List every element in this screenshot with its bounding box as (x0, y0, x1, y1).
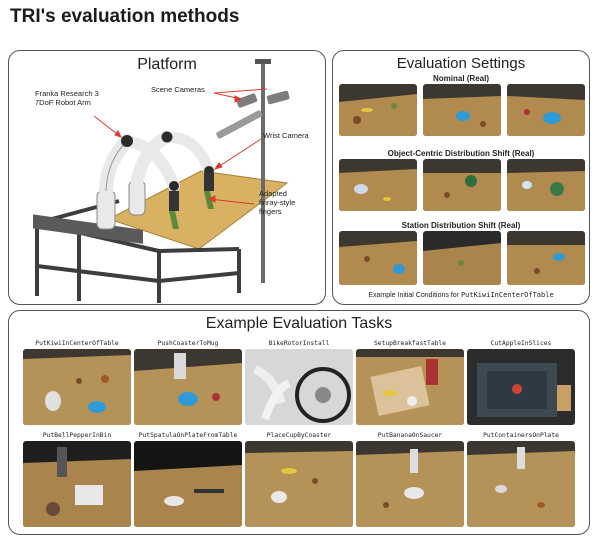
task-photo-put-banana (356, 441, 464, 527)
task-photo-cut-apple (467, 349, 575, 425)
wrist-camera-annotation: Wrist Camera (263, 131, 309, 140)
tasks-title: Example Evaluation Tasks (205, 315, 393, 332)
settings-photo (339, 84, 417, 136)
platform-panel: Platform (8, 50, 326, 305)
task-photo-setup-breakfast (356, 349, 464, 425)
fingers-label-1: Adapted (259, 189, 287, 198)
settings-row-label-object-shift: Object-Centric Distribution Shift (Real) (387, 149, 535, 158)
task-label: PutBellPepperInBin (42, 432, 112, 439)
finray-fingers (169, 211, 179, 229)
aluminum-frame (35, 199, 241, 303)
settings-photo (507, 159, 585, 211)
task-label: PutContainersOnPlate (483, 432, 559, 439)
task-label: SetupBreakfastTable (373, 340, 447, 347)
evaluation-settings-panel: Evaluation Settings Nominal (Real) Objec… (332, 50, 590, 305)
annotation-arrows (93, 88, 268, 205)
task-photo-place-cup (245, 441, 353, 527)
task-label: PutBananaOnSaucer (377, 432, 443, 439)
scene-camera-icon (216, 90, 290, 139)
platform-title: Platform (137, 56, 197, 73)
fingers-label-3: fingers (259, 207, 282, 216)
scene-cameras-annotation: Scene Cameras (151, 85, 205, 94)
settings-caption: Example Initial Conditions for PutKiwiIn… (333, 291, 589, 299)
settings-row-label-station-shift: Station Distribution Shift (Real) (401, 221, 521, 230)
fingers-label-2: finray-style (259, 198, 296, 207)
robot-arm-label-1: Franka Research 3 (35, 89, 99, 98)
robot-arm-right (128, 130, 215, 216)
robot-arm-annotation: Franka Research 3 7DoF Robot Arm (35, 89, 99, 107)
settings-row-label-nominal: Nominal (Real) (432, 74, 489, 83)
caption-task: PutKiwiInCenterOfTable (460, 291, 554, 299)
task-photo-push-coaster (134, 349, 242, 425)
task-photo-put-spatula (134, 441, 242, 527)
frame-top (33, 214, 143, 244)
settings-title: Evaluation Settings (396, 55, 526, 72)
camera-pole (261, 61, 265, 283)
task-label: PlaceCupByCoaster (266, 432, 332, 439)
task-photo-put-containers (467, 441, 575, 527)
task-photo-put-bell-pepper (23, 441, 131, 527)
settings-photo (423, 84, 501, 136)
task-photo-put-kiwi (23, 349, 131, 425)
task-label: PutKiwiInCenterOfTable (35, 340, 119, 347)
page-title: TRI's evaluation methods (10, 6, 240, 27)
task-label: CutAppleInSlices (490, 340, 552, 347)
evaluation-tasks-panel: Example Evaluation Tasks PutKiwiInCenter… (8, 310, 590, 535)
settings-photo (507, 231, 585, 285)
settings-photo (339, 231, 417, 285)
task-photo-bike-rotor (245, 349, 353, 425)
settings-photo (339, 159, 417, 211)
settings-photo (423, 159, 501, 211)
fingers-annotation: Adapted finray-style fingers (259, 189, 295, 216)
task-label: PushCoasterToMug (157, 340, 219, 347)
settings-photo (423, 231, 501, 285)
platform-diagram (33, 59, 290, 303)
task-label: BikeRotorInstall (268, 340, 330, 347)
caption-prefix: Example Initial Conditions for (368, 292, 459, 299)
task-label: PutSpatulaOnPlateFromTable (138, 432, 238, 439)
robot-arm-label-2: 7DoF Robot Arm (35, 98, 91, 107)
settings-photo (507, 84, 585, 136)
